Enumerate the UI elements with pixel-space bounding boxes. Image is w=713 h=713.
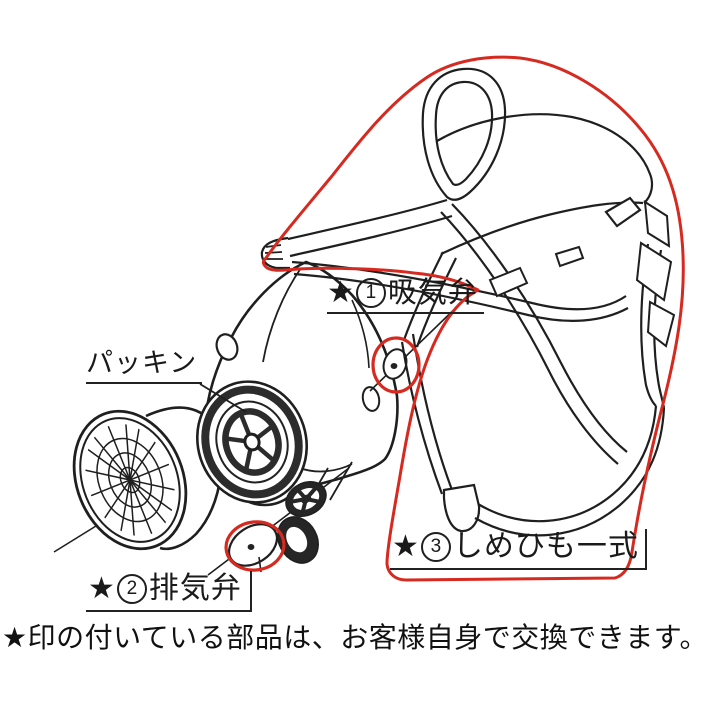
circled-number-2: 2 bbox=[116, 573, 147, 604]
valve-disc-stem bbox=[247, 544, 255, 550]
cradle-band bbox=[436, 113, 654, 204]
replaceable-parts-footnote: ★印の付いている部品は、お客様自身で交換できます。 bbox=[2, 622, 708, 653]
intake-valve-label-text: 吸気弁 bbox=[387, 276, 478, 309]
cradle-end-fold bbox=[604, 196, 642, 228]
exhaust-valve-highlight-circle bbox=[224, 520, 286, 572]
inlet-port bbox=[195, 380, 309, 504]
valve-cover bbox=[285, 481, 327, 517]
neck-strap-clip bbox=[442, 483, 481, 533]
buckle-cluster bbox=[488, 200, 676, 348]
right-strap-lug bbox=[361, 386, 381, 412]
crown-loop bbox=[421, 67, 507, 201]
packing-leader-line bbox=[199, 383, 247, 413]
packing-label-text: パッキン bbox=[86, 348, 198, 378]
exhalation-valve-assembly bbox=[207, 467, 350, 576]
star-mark: ★ bbox=[88, 572, 115, 605]
packing-label: パッキン bbox=[86, 348, 202, 385]
intake-valve-label: ★ 1 吸気弁 bbox=[327, 277, 484, 314]
red-annotations bbox=[224, 55, 685, 582]
assembly-axis-line bbox=[53, 525, 97, 553]
exhaust-valve-label: ★ 2 排気弁 bbox=[86, 571, 252, 612]
strap-set-label-text: しめひも一式 bbox=[452, 530, 639, 563]
star-mark: ★ bbox=[327, 276, 354, 309]
intake-valve-highlight-circle bbox=[371, 336, 421, 394]
strap-set-label: ★ 3 しめひも一式 bbox=[390, 529, 647, 570]
exhaust-valve-label-text: 排気弁 bbox=[148, 572, 242, 605]
head-harness bbox=[260, 67, 676, 537]
inhalation-valve-stem bbox=[390, 363, 398, 369]
cheek-line bbox=[351, 299, 370, 369]
filter-mesh bbox=[83, 421, 177, 539]
circled-number-3: 3 bbox=[420, 531, 451, 562]
filter-cartridge bbox=[53, 406, 223, 553]
circled-number-1: 1 bbox=[355, 277, 386, 308]
star-mark: ★ bbox=[392, 530, 419, 563]
nose-ridge-line bbox=[262, 267, 302, 363]
retainer-ring bbox=[277, 516, 319, 564]
strap-set-highlight-outline bbox=[261, 55, 685, 582]
left-strap-lug bbox=[215, 333, 239, 361]
